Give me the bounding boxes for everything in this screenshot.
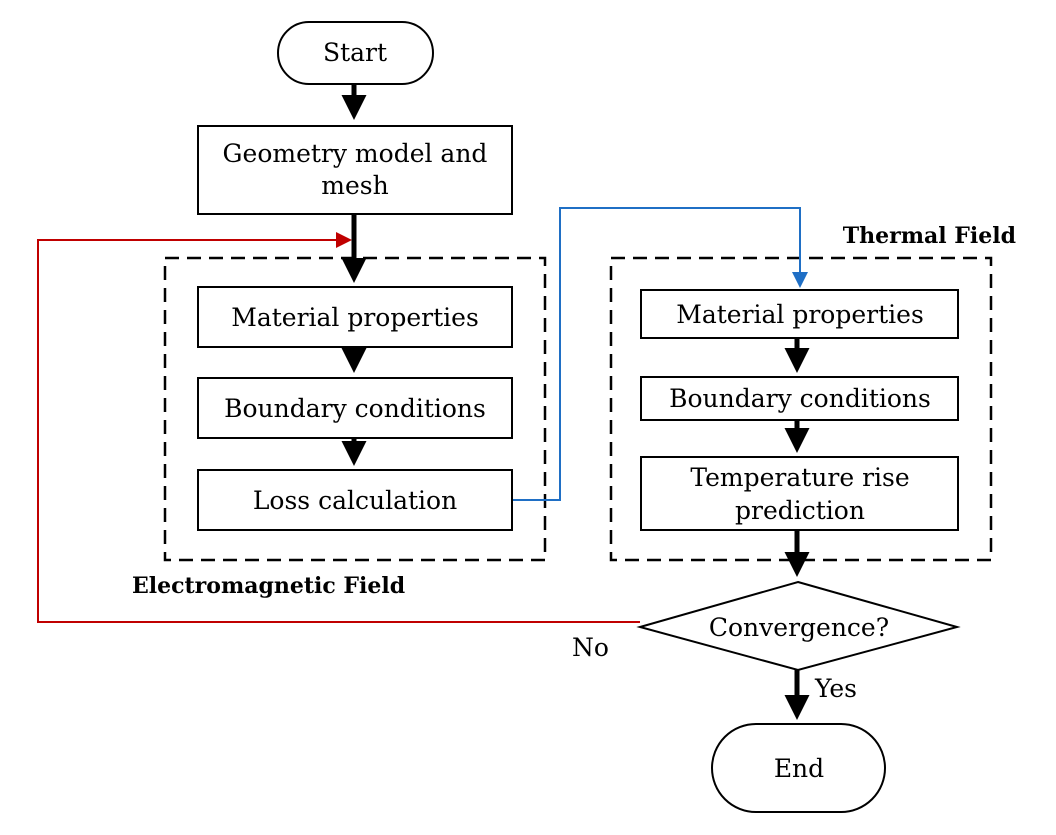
th-boundary-label: Boundary conditions	[669, 384, 931, 413]
electromagnetic-field-title: Electromagnetic Field	[132, 573, 405, 599]
no-feedback-line	[37, 232, 640, 623]
yes-edge-label: Yes	[814, 674, 857, 703]
th-boundary-box	[640, 376, 959, 421]
th-temp-box	[640, 456, 959, 531]
em-material-box	[197, 286, 513, 348]
end-terminator	[711, 723, 886, 813]
th-material-label: Material properties	[676, 300, 924, 329]
convergence-label: Convergence?	[709, 613, 889, 642]
thermal-field-title: Thermal Field	[843, 223, 1016, 249]
em-material-label: Material properties	[231, 303, 479, 332]
th-temp-label-line2: prediction	[735, 496, 865, 525]
start-terminator	[277, 21, 434, 85]
em-loss-label: Loss calculation	[253, 486, 457, 515]
th-material-box	[640, 289, 959, 339]
em-boundary-label: Boundary conditions	[224, 394, 486, 423]
start-label: Start	[323, 38, 387, 67]
em-boundary-box	[197, 377, 513, 439]
em-loss-box	[197, 469, 513, 531]
no-edge-label: No	[572, 633, 609, 662]
convergence-decision	[636, 580, 961, 672]
geometry-box	[197, 125, 513, 215]
th-temp-label-line1: Temperature rise	[690, 463, 909, 492]
geometry-label-line2: mesh	[321, 171, 388, 200]
end-label: End	[774, 754, 824, 783]
loss-to-thermal-link	[512, 207, 808, 501]
geometry-label-line1: Geometry model and	[223, 139, 488, 168]
